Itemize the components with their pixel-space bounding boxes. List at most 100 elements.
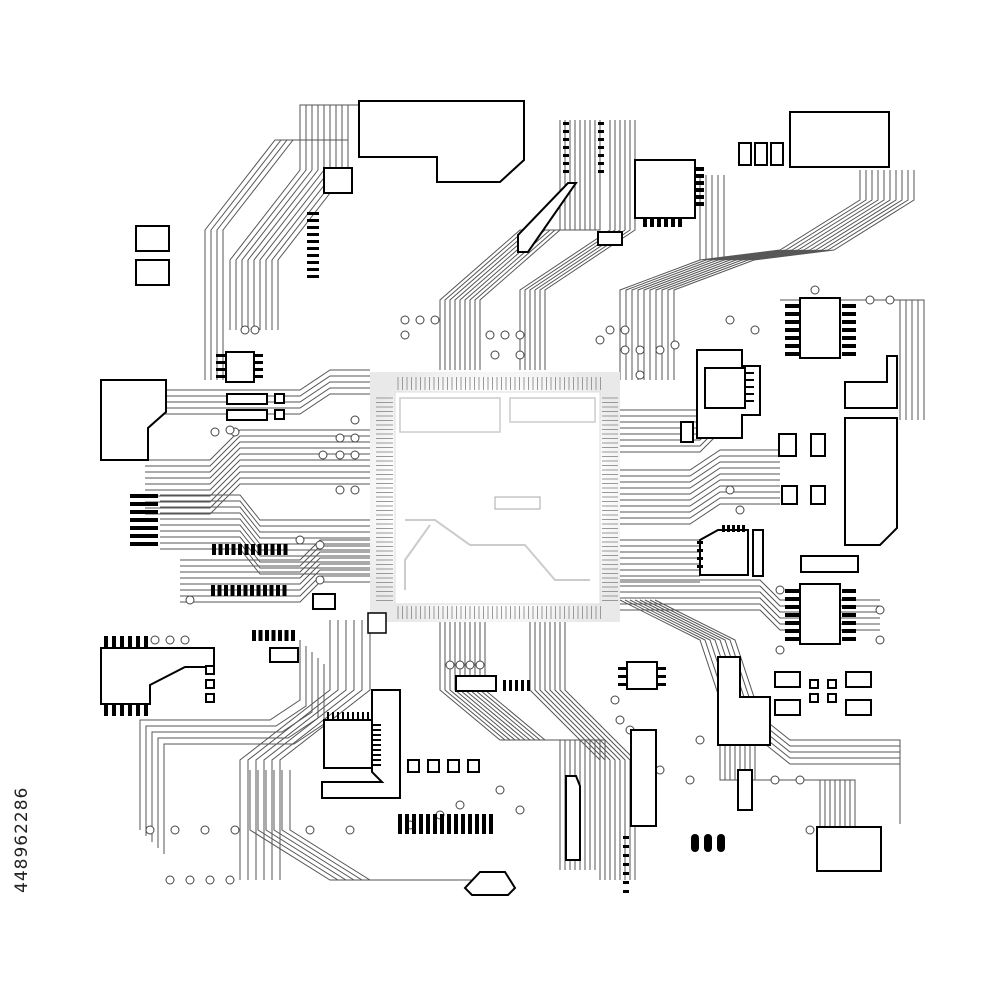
via	[315, 540, 325, 550]
top-right-connector	[789, 111, 890, 168]
trace-bus	[673, 170, 915, 380]
via	[515, 330, 525, 340]
dip-chip	[799, 583, 841, 645]
pin-strip	[598, 146, 604, 149]
via	[295, 535, 305, 545]
ic-pin	[112, 704, 116, 716]
trace-bus	[620, 461, 780, 483]
ic-pin	[742, 525, 745, 532]
pin-strip	[623, 890, 629, 893]
trace-bus	[110, 381, 370, 403]
trace-bus	[529, 620, 601, 880]
ic-pin	[842, 304, 856, 308]
via	[795, 775, 805, 785]
pin-strip	[307, 226, 319, 229]
pin-strip	[527, 680, 530, 691]
trace-bus	[804, 299, 925, 420]
trace-bus	[255, 620, 347, 880]
trace-bus	[464, 120, 586, 370]
via	[810, 285, 820, 295]
pin-strip	[307, 275, 319, 278]
trace-bus	[160, 530, 370, 557]
pin-strip	[598, 122, 604, 125]
processor-inner-path	[404, 524, 431, 590]
ic-pin	[657, 683, 666, 686]
ic-pin	[745, 372, 754, 374]
pin-strip	[307, 233, 319, 236]
pin-strip	[623, 881, 629, 884]
ic-pin	[785, 613, 799, 617]
via	[500, 330, 510, 340]
ic-pin	[842, 637, 856, 641]
pin-strip	[225, 544, 229, 555]
via	[205, 875, 215, 885]
ic-pin	[745, 386, 754, 388]
ic-pin	[745, 379, 754, 381]
square-ic	[634, 159, 696, 219]
small-pad	[312, 593, 336, 610]
ic-pin	[678, 218, 682, 227]
ic-pin	[372, 759, 381, 761]
pad	[135, 259, 170, 286]
pin-strip	[405, 814, 409, 834]
ic-pin	[785, 597, 799, 601]
trace-bus	[139, 640, 301, 830]
via	[620, 345, 630, 355]
tiny-pad	[205, 665, 215, 675]
trace-bus	[180, 581, 370, 603]
small-chip	[323, 167, 353, 194]
ic-pin	[785, 328, 799, 332]
ic-pin	[254, 361, 263, 364]
trace-bus	[631, 170, 873, 380]
pin-strip	[623, 872, 629, 875]
tiny-pad	[205, 679, 215, 689]
trace-bus	[160, 506, 370, 533]
pin-strip	[251, 544, 255, 555]
resistor	[845, 671, 872, 688]
pin-strip	[130, 542, 158, 546]
small-pad	[752, 529, 764, 577]
pin-strip	[277, 544, 281, 555]
trace-bus	[241, 104, 372, 330]
trace-bus	[454, 620, 576, 870]
pin-strip	[307, 254, 319, 257]
ic-pin	[697, 549, 703, 552]
ic-pin	[372, 744, 381, 746]
pin-strip	[433, 814, 437, 834]
bottom-right-connector	[816, 826, 882, 872]
ic-pin	[372, 729, 381, 731]
trace-bus	[145, 465, 370, 497]
ic-pin	[136, 636, 140, 648]
small-pad	[597, 231, 623, 246]
trace-bus	[620, 473, 780, 495]
via	[775, 645, 785, 655]
trace-bus	[160, 494, 370, 521]
bracket-outline	[717, 656, 771, 746]
trace-bus	[554, 620, 626, 880]
ic-pin	[618, 675, 627, 678]
trace-bus	[529, 120, 621, 370]
ic-pin	[216, 361, 225, 364]
pin-strip	[217, 585, 222, 596]
via	[305, 825, 315, 835]
small-pad	[810, 433, 826, 457]
ic-pin	[357, 712, 359, 721]
trace-bus	[110, 387, 370, 409]
via	[750, 325, 760, 335]
via	[655, 765, 665, 775]
ic-pin	[842, 613, 856, 617]
pin-strip	[563, 170, 569, 173]
ic-pin	[722, 525, 725, 532]
trace-bus	[180, 551, 370, 573]
trace-bus	[524, 120, 616, 370]
pin-strip	[598, 162, 604, 165]
trace-bus	[160, 500, 370, 527]
trace-bus	[204, 139, 330, 380]
trace-bus	[151, 652, 313, 842]
pin-strip	[307, 268, 319, 271]
trace-bus	[620, 491, 780, 513]
via	[635, 370, 645, 380]
via	[350, 433, 360, 443]
via	[865, 295, 875, 305]
pin-strip	[257, 544, 262, 555]
